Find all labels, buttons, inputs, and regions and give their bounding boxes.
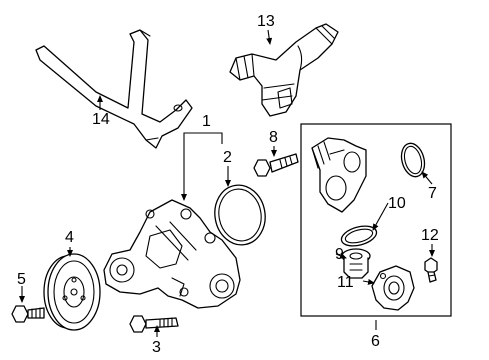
- callout-9: 9: [335, 246, 344, 263]
- water-pump-housing-part: [103, 199, 241, 309]
- pump-gasket-part: [214, 184, 266, 246]
- callout-1: 1: [202, 113, 211, 130]
- callout-11: 11: [337, 274, 354, 291]
- callout-7: 7: [428, 185, 437, 202]
- thermostat-cover-part: [371, 265, 415, 311]
- callout-8: 8: [269, 129, 278, 146]
- callout-2: 2: [223, 149, 232, 166]
- o-ring-part: [400, 142, 426, 178]
- bypass-tube-part: [35, 29, 193, 149]
- cover-bolt-part: [424, 257, 438, 283]
- leader-lines: [19, 29, 435, 337]
- callout-14: 14: [92, 111, 110, 128]
- callout-labels: 1 2 3 4 5 6 7 8 9 10 11 12 13 14: [17, 13, 439, 356]
- callout-4: 4: [65, 229, 74, 246]
- callout-3: 3: [152, 339, 161, 356]
- housing-seal-part: [340, 225, 378, 247]
- pulley-part: [43, 253, 101, 331]
- callout-6: 6: [371, 333, 380, 350]
- thermostat-housing-part: [311, 137, 367, 213]
- callout-12: 12: [421, 227, 439, 244]
- thermostat-group-box: [300, 123, 452, 317]
- thermostat-part: [341, 248, 371, 279]
- coolant-hose-part: [229, 23, 339, 117]
- pump-bolt-part: [129, 315, 179, 333]
- callout-10: 10: [388, 195, 406, 212]
- callout-13: 13: [257, 13, 275, 30]
- pulley-bolt-part: [11, 305, 45, 323]
- callout-5: 5: [17, 271, 26, 288]
- housing-bolt-part: [253, 153, 299, 177]
